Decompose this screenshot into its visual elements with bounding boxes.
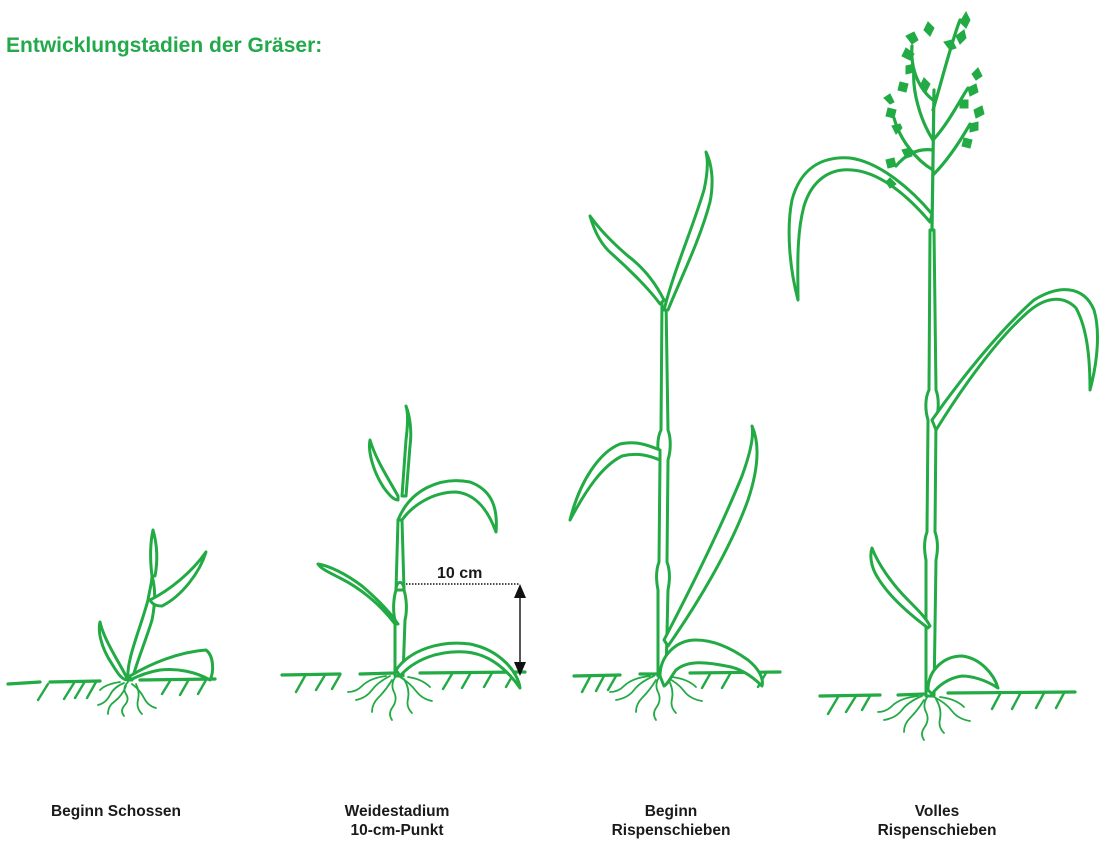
plant-weidestadium: 10 cm — [282, 406, 526, 720]
leaves-4 — [789, 158, 1097, 694]
roots-1 — [98, 682, 156, 716]
roots-3 — [610, 676, 702, 720]
caption-line: Rispenschieben — [561, 821, 781, 840]
roots-4 — [878, 696, 970, 740]
caption-volles-rispenschieben: Volles Rispenschieben — [827, 802, 1047, 840]
ground-line-4 — [820, 692, 1075, 714]
measurement-label: 10 cm — [437, 565, 482, 582]
caption-line: Weidestadium — [287, 802, 507, 821]
caption-line: Beginn — [561, 802, 781, 821]
stem-4 — [925, 90, 939, 696]
plant-volles-rispenschieben — [789, 12, 1097, 740]
leaves-2 — [318, 406, 520, 688]
ground-line-1 — [8, 679, 215, 700]
caption-line: 10-cm-Punkt — [287, 821, 507, 840]
caption-beginn-schossen: Beginn Schossen — [6, 802, 226, 821]
caption-line: Volles — [827, 802, 1047, 821]
plant-beginn-rispenschieben — [570, 152, 780, 720]
caption-beginn-rispenschieben: Beginn Rispenschieben — [561, 802, 781, 840]
roots-2 — [348, 676, 432, 720]
stem-3 — [657, 300, 671, 676]
caption-weidestadium: Weidestadium 10-cm-Punkt — [287, 802, 507, 840]
leaves-1 — [99, 530, 212, 680]
stem-2 — [394, 520, 407, 676]
plant-beginn-schossen — [8, 530, 215, 716]
caption-line: Rispenschieben — [827, 821, 1047, 840]
caption-line: Beginn Schossen — [6, 802, 226, 821]
